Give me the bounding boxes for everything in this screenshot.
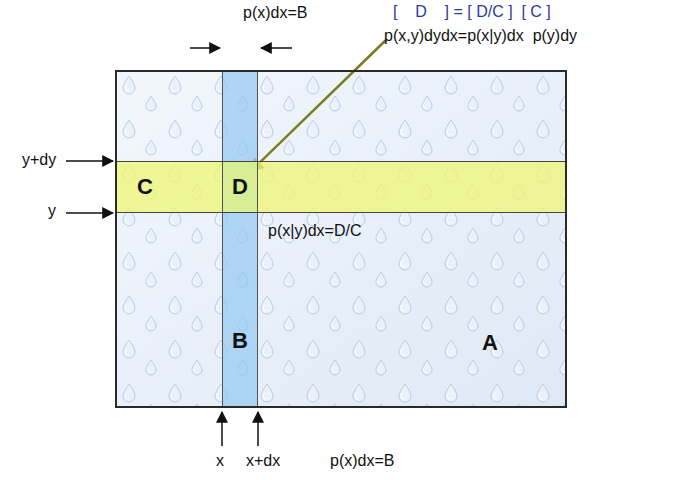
formula-label: x+dx	[246, 452, 280, 470]
y-arrow	[66, 160, 113, 162]
formula-label: [ D ] = [ D/C ] [ C ]	[393, 3, 551, 21]
formula-label: x	[216, 452, 224, 470]
raindrop-texture	[117, 72, 565, 406]
region-letter: A	[482, 330, 498, 356]
formula-label: p(x)dx=B	[243, 4, 307, 22]
region-letter: D	[232, 174, 248, 200]
ground	[117, 72, 565, 406]
dx-arrow	[261, 47, 292, 49]
x-arrow	[221, 412, 223, 446]
formula-label: y+dy	[22, 151, 56, 169]
region-letter: C	[137, 174, 153, 200]
dx-arrow	[190, 47, 220, 49]
intersection-region: D	[222, 162, 258, 212]
region-letter: B	[232, 328, 248, 354]
x-arrow	[257, 412, 259, 446]
formula-label: p(x|y)dx=D/C	[268, 222, 362, 240]
horizontal-band: CD	[117, 161, 565, 213]
formula-label: p(x,y)dydx=p(x|y)dx p(y)dy	[384, 27, 577, 45]
leader-arrow	[250, 40, 386, 172]
formula-label: y	[48, 202, 56, 220]
formula-label: p(x)dx=B	[330, 452, 394, 470]
vertical-band: B	[222, 72, 258, 406]
y-arrow	[66, 212, 113, 214]
